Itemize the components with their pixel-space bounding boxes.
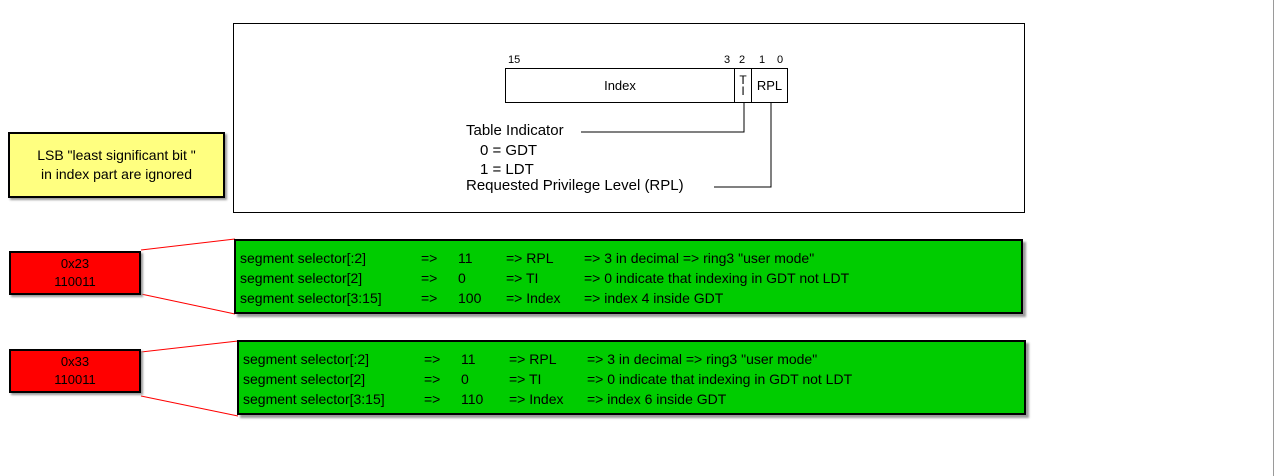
bit-value: 100 (458, 290, 482, 306)
table-indicator-label: Table Indicator (466, 122, 564, 139)
selector-breakdown-box: segment selector[:2] => 11 => RPL => 3 i… (234, 239, 1023, 314)
field-name: segment selector[2] (240, 270, 363, 286)
ti-leader-line (581, 103, 745, 133)
arrow: => (424, 391, 441, 407)
selector-binary: 110011 (54, 372, 96, 387)
selector-format-diagram: 15 3 2 1 0 Index T I RPL Table Indicator… (233, 23, 1025, 213)
field-meaning: => index 4 inside GDT (584, 290, 724, 306)
lsb-note-line-1: LSB "least significant bit " (37, 147, 196, 163)
lsb-note: LSB "least significant bit " in index pa… (8, 132, 225, 198)
selector-hex: 0x23 (60, 256, 90, 271)
rpl-field: RPL (751, 68, 788, 103)
field-tag: => Index (509, 391, 564, 407)
selector-breakdown-box: segment selector[:2] => 11 => RPL => 3 i… (237, 340, 1026, 415)
connector-line (140, 340, 239, 353)
connector-line (140, 395, 239, 417)
lsb-note-line-2: in index part are ignored (41, 166, 192, 182)
field-meaning: => 3 in decimal => ring3 "user mode" (587, 351, 818, 367)
field-tag: => TI (506, 270, 539, 286)
ti-label-bottom: I (741, 83, 745, 98)
field-name: segment selector[:2] (243, 351, 370, 367)
connector-line (140, 238, 236, 251)
arrow: => (421, 290, 438, 306)
field-name: segment selector[:2] (240, 250, 367, 266)
arrow: => (424, 351, 441, 367)
bit-15-label: 15 (508, 54, 521, 66)
selector-hex: 0x33 (60, 354, 90, 369)
bit-value: 110 (461, 391, 484, 407)
field-name: segment selector[2] (243, 371, 366, 387)
field-tag: => TI (509, 371, 542, 387)
bit-3-label: 3 (724, 54, 731, 66)
arrow: => (424, 371, 441, 387)
arrow: => (421, 270, 438, 286)
selector-value-box: 0x33 110011 (9, 349, 141, 393)
page-right-border (1273, 0, 1274, 476)
field-name: segment selector[3:15] (243, 391, 385, 407)
bit-value: 0 (458, 270, 466, 286)
field-tag: => Index (506, 290, 561, 306)
arrow: => (421, 250, 438, 266)
bit-value: 11 (458, 250, 473, 266)
ti-label-top: T (739, 72, 747, 87)
connector-line (140, 293, 236, 315)
bit-value: 11 (461, 351, 476, 367)
rpl-description-label: Requested Privilege Level (RPL) (466, 177, 684, 194)
bit-1-label: 1 (759, 54, 766, 66)
selector-binary: 110011 (54, 274, 96, 289)
bit-2-label: 2 (739, 54, 746, 66)
gdt-option-label: 0 = GDT (480, 142, 538, 159)
field-meaning: => 0 indicate that indexing in GDT not L… (587, 371, 853, 387)
field-tag: => RPL (509, 351, 557, 367)
selector-value-box: 0x23 110011 (9, 251, 141, 295)
ldt-option-label: 1 = LDT (480, 161, 534, 178)
field-tag: => RPL (506, 250, 554, 266)
rpl-leader-line (714, 103, 772, 188)
bit-0-label: 0 (777, 54, 784, 66)
field-meaning: => 0 indicate that indexing in GDT not L… (584, 270, 850, 286)
field-meaning: => 3 in decimal => ring3 "user mode" (584, 250, 815, 266)
bit-value: 0 (461, 371, 469, 387)
diagram-leader-lines (581, 103, 772, 188)
field-name: segment selector[3:15] (240, 290, 382, 306)
field-meaning: => index 6 inside GDT (587, 391, 727, 407)
